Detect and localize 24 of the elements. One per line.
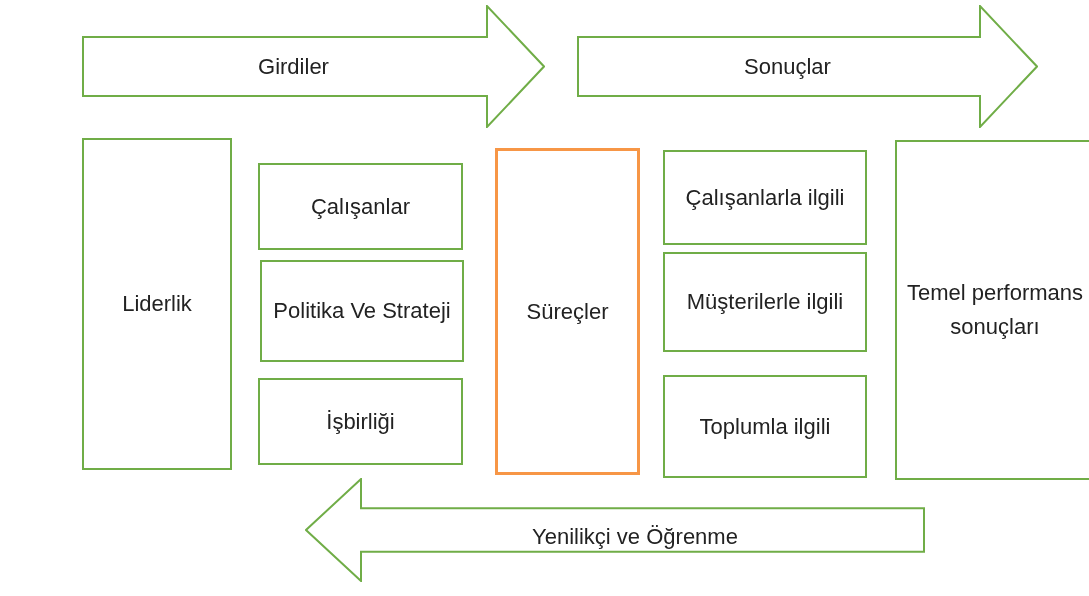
category-box: [663, 150, 867, 245]
box-label: Toplumla ilgili: [698, 412, 832, 441]
box-label: Politika Ve Strateji: [272, 297, 452, 325]
category-box: [663, 375, 867, 478]
box-label: Müşterilerle ilgili: [685, 288, 845, 316]
arrow-label: Yenilikçi ve Öğrenme: [531, 523, 739, 551]
box-label: İşbirliği: [325, 407, 396, 436]
category-box: [82, 138, 232, 470]
arrow-label: Sonuçlar: [743, 52, 832, 81]
category-box: [258, 163, 463, 250]
block-arrow: [577, 5, 1038, 128]
box-label: Çalışanlarla ilgili: [684, 183, 846, 212]
box-label: Temel performans sonuçları: [905, 279, 1085, 341]
category-box: [663, 252, 867, 352]
box-label: Çalışanlar: [309, 192, 411, 221]
process-box: [495, 148, 640, 475]
category-box: [260, 260, 464, 362]
box-label: Süreçler: [525, 297, 610, 326]
category-box: [895, 140, 1089, 480]
block-arrow: [305, 478, 925, 582]
box-label: Liderlik: [121, 290, 193, 318]
category-box: [258, 378, 463, 465]
arrow-label: Girdiler: [257, 52, 330, 81]
block-arrow: [82, 5, 545, 128]
